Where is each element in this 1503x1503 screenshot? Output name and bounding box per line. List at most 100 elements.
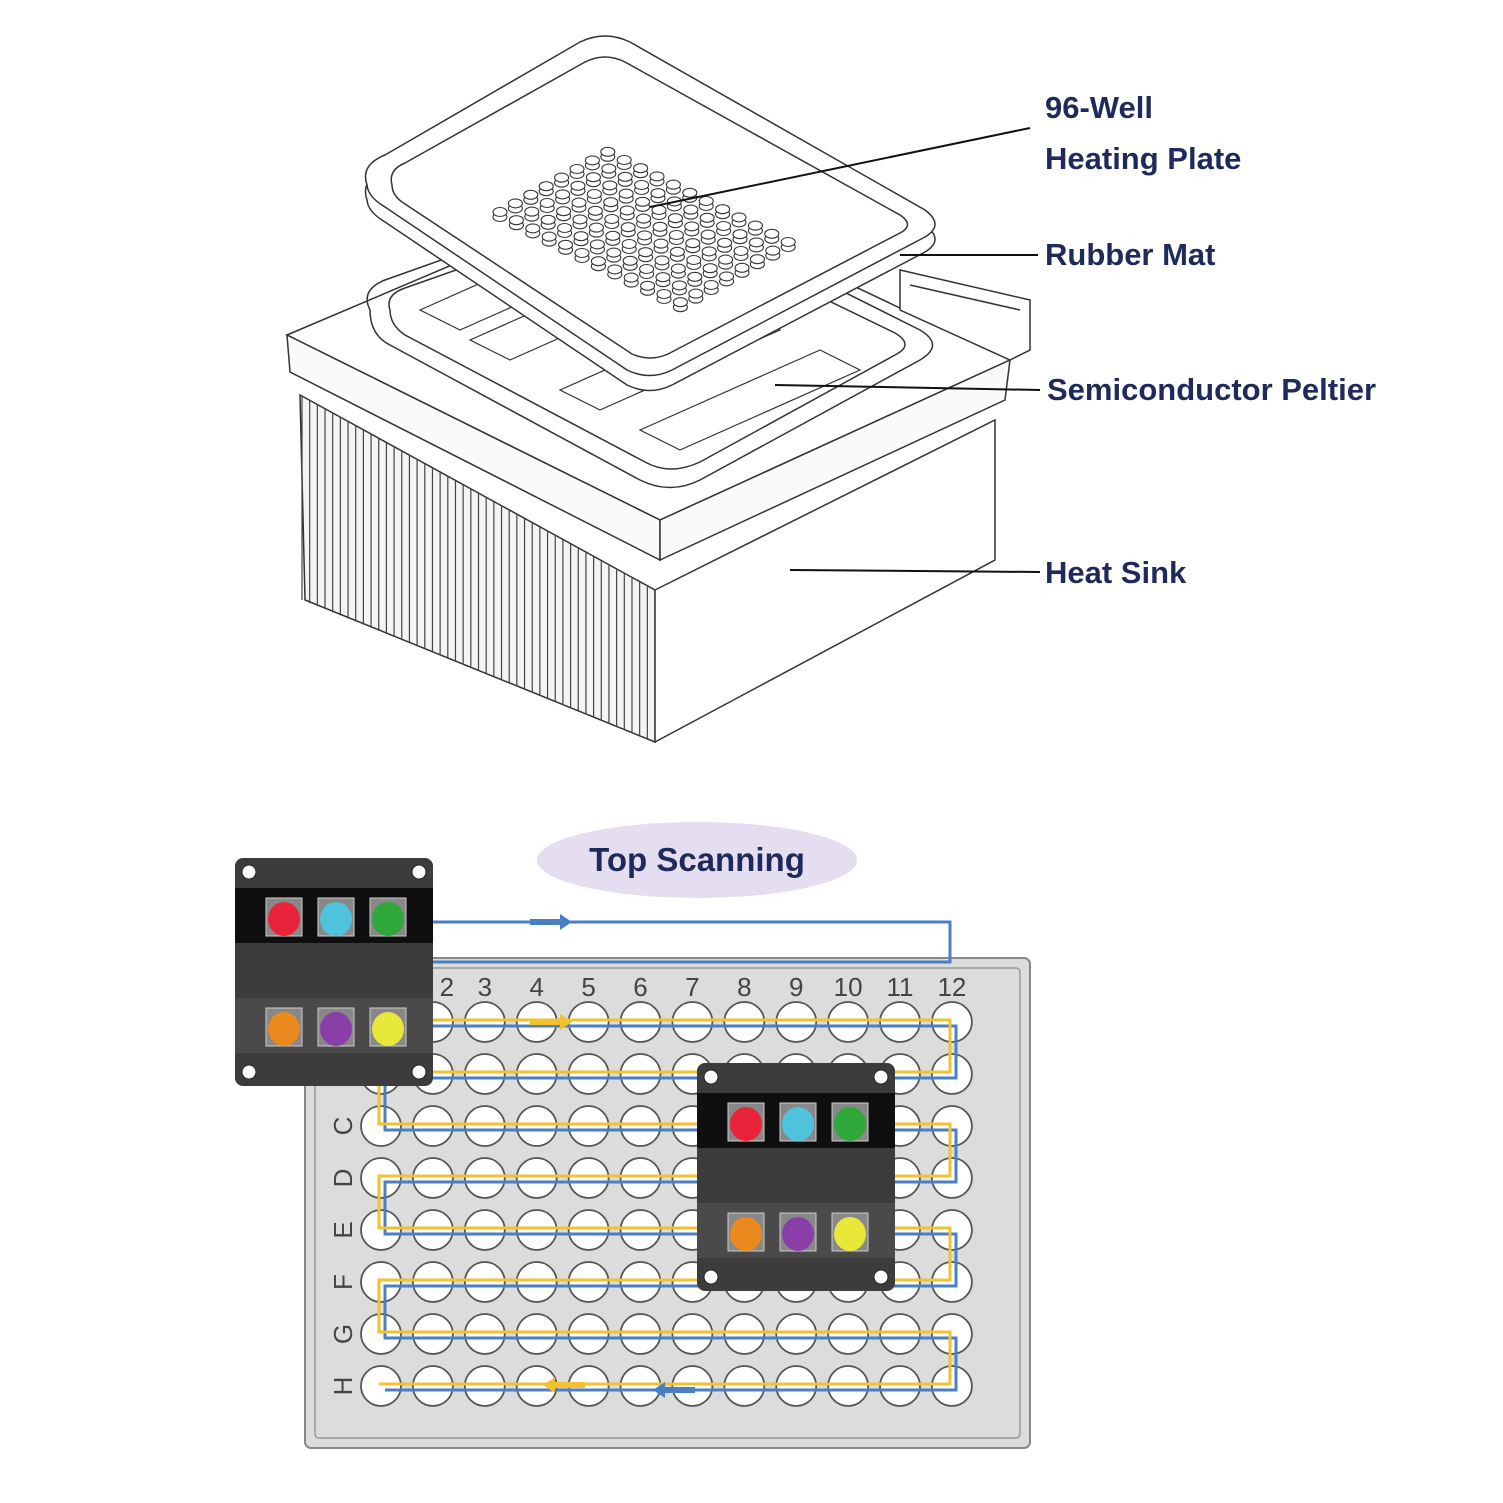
- arrow-head-icon: [560, 914, 572, 930]
- plate-well: [515, 1261, 558, 1303]
- plate-well: [360, 1313, 402, 1355]
- iso-well: [600, 146, 616, 157]
- iso-well: [716, 220, 732, 232]
- plate-well: [619, 1157, 662, 1199]
- screw-icon: [411, 1064, 427, 1080]
- iso-well: [671, 280, 687, 291]
- arrow-head-icon: [543, 1377, 555, 1393]
- plate-well: [619, 1053, 662, 1095]
- plate-well: [515, 1313, 558, 1355]
- iso-well: [733, 245, 749, 257]
- iso-well: [525, 223, 541, 234]
- iso-well: [622, 255, 638, 266]
- plate-well: [723, 1365, 766, 1407]
- iso-well: [650, 188, 666, 199]
- plate-well: [931, 1365, 973, 1407]
- column-label: 5: [581, 972, 595, 1002]
- plate-well: [463, 1261, 506, 1303]
- iso-well: [607, 264, 623, 275]
- iso-well: [749, 254, 765, 265]
- iso-well: [655, 272, 671, 283]
- iso-well: [571, 197, 587, 208]
- plate-well: [723, 1313, 766, 1355]
- iso-well: [668, 229, 684, 241]
- iso-well: [748, 237, 764, 248]
- iso-well: [589, 239, 605, 250]
- iso-well: [618, 188, 634, 199]
- row-label: C: [328, 1117, 358, 1136]
- scanner-head-current: [697, 1063, 895, 1291]
- plate-well: [567, 1157, 610, 1199]
- title-badge: [537, 822, 857, 898]
- iso-well: [604, 213, 620, 225]
- led-light: [268, 902, 300, 936]
- column-label: 6: [633, 972, 647, 1002]
- iso-well: [557, 222, 573, 234]
- plate-well: [723, 1001, 766, 1043]
- iso-well: [702, 263, 718, 274]
- plate-well: [463, 1053, 506, 1095]
- plate-well: [411, 1105, 454, 1147]
- plate-well: [775, 1001, 818, 1043]
- column-label: 4: [529, 972, 543, 1002]
- iso-well: [602, 180, 618, 191]
- label-heating-plate-line1: 96-Well: [1045, 90, 1153, 125]
- row-label: G: [328, 1324, 358, 1344]
- iso-well: [585, 172, 601, 183]
- iso-well: [601, 163, 617, 174]
- iso-well: [686, 254, 702, 266]
- iso-well: [667, 213, 683, 224]
- plate-well: [567, 1105, 610, 1147]
- row-label: F: [328, 1274, 358, 1290]
- iso-well: [574, 247, 590, 259]
- plate-well: [463, 1157, 506, 1199]
- screw-icon: [241, 1064, 257, 1080]
- led-light: [372, 902, 404, 936]
- iso-well: [656, 288, 672, 300]
- arrow-head-icon: [653, 1382, 665, 1398]
- iso-well: [616, 154, 632, 166]
- plate-well: [931, 1261, 973, 1303]
- scan-paths: [377, 914, 958, 1398]
- screw-icon: [703, 1269, 719, 1285]
- plate-well: [411, 1157, 454, 1199]
- iso-well: [508, 215, 524, 226]
- iso-well: [569, 163, 585, 175]
- plate-well: [567, 1209, 610, 1251]
- iso-well: [584, 155, 600, 166]
- iso-well: [603, 197, 619, 208]
- plate-well: [515, 1105, 558, 1147]
- led-light: [782, 1107, 814, 1141]
- scan-title: Top Scanning: [589, 841, 805, 878]
- screw-icon: [241, 864, 257, 880]
- iso-well: [623, 272, 639, 283]
- iso-well: [492, 206, 508, 218]
- iso-well: [719, 271, 735, 282]
- plate-well: [931, 1053, 973, 1095]
- iso-well: [507, 198, 523, 209]
- iso-well: [636, 213, 652, 224]
- plate-well: [931, 1105, 973, 1147]
- iso-well: [699, 212, 715, 223]
- screw-icon: [411, 864, 427, 880]
- iso-well: [586, 188, 602, 200]
- iso-well: [635, 196, 651, 207]
- blue-return-path: [432, 920, 952, 964]
- label-semiconductor-peltier: Semiconductor Peltier: [1047, 372, 1376, 407]
- iso-well: [700, 229, 716, 240]
- plate-well: [515, 1209, 558, 1251]
- iso-well: [670, 263, 686, 274]
- plate-well: [515, 1157, 558, 1199]
- row-label: E: [328, 1221, 358, 1238]
- scanner-head-start: [235, 858, 433, 1086]
- led-light: [320, 1012, 352, 1046]
- column-label: 7: [685, 972, 699, 1002]
- yellow-scan-path: [377, 1018, 952, 1386]
- iso-well: [556, 206, 572, 217]
- led-light: [730, 1217, 762, 1251]
- iso-well: [687, 271, 703, 282]
- iso-well: [652, 221, 668, 232]
- iso-well: [649, 171, 665, 182]
- led-light: [782, 1217, 814, 1251]
